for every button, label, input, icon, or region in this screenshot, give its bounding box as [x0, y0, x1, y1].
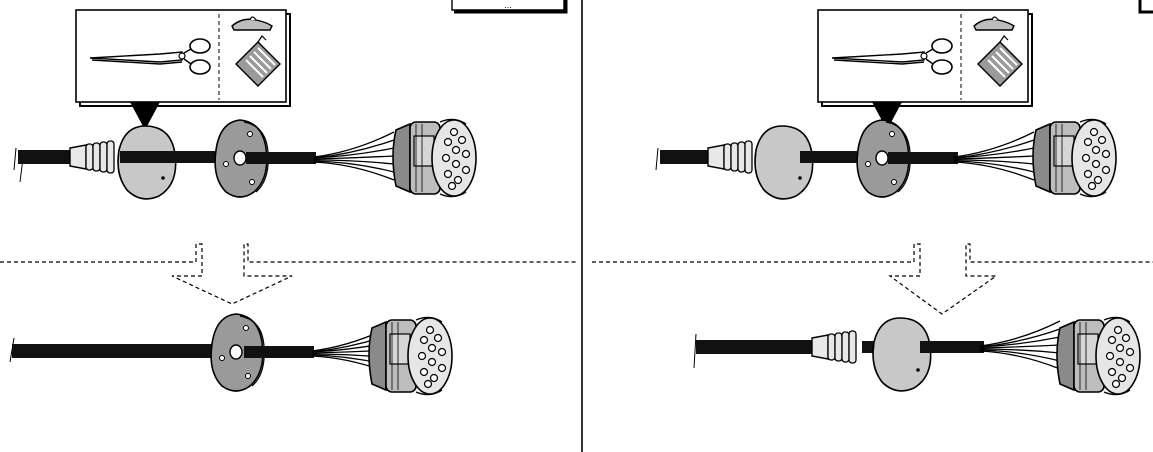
left-panel: ... — [0, 0, 578, 396]
callout-pointer — [130, 102, 160, 130]
bellows-boot-bottom — [811, 330, 857, 364]
callout-pointer-right — [872, 102, 902, 130]
connector-plug — [392, 118, 477, 198]
wire-fan-bottom — [979, 320, 1061, 370]
wire-fan — [953, 131, 1035, 181]
grommet-front-assembled — [872, 317, 932, 392]
top-assembly-right — [655, 118, 1117, 200]
wire-fan — [313, 131, 395, 181]
tool-callout-box — [75, 9, 291, 130]
connector-plug — [1032, 118, 1117, 198]
bellows-boot — [707, 140, 753, 174]
right-panel — [592, 0, 1153, 396]
corner-tag-box-right — [1138, 0, 1153, 14]
merge-arrow-right — [592, 243, 1153, 315]
connector-plug-bottom — [1056, 316, 1141, 396]
merge-arrow — [0, 243, 578, 305]
bottom-assembly-right — [693, 316, 1141, 396]
connector-plug-bottom — [368, 316, 453, 396]
corner-tag-text: ... — [504, 0, 512, 10]
corner-tag-box: ... — [451, 0, 568, 14]
bottom-assembly — [9, 313, 453, 396]
tool-callout-box-right — [817, 9, 1033, 130]
top-assembly — [13, 118, 477, 200]
bellows-boot — [69, 140, 115, 174]
